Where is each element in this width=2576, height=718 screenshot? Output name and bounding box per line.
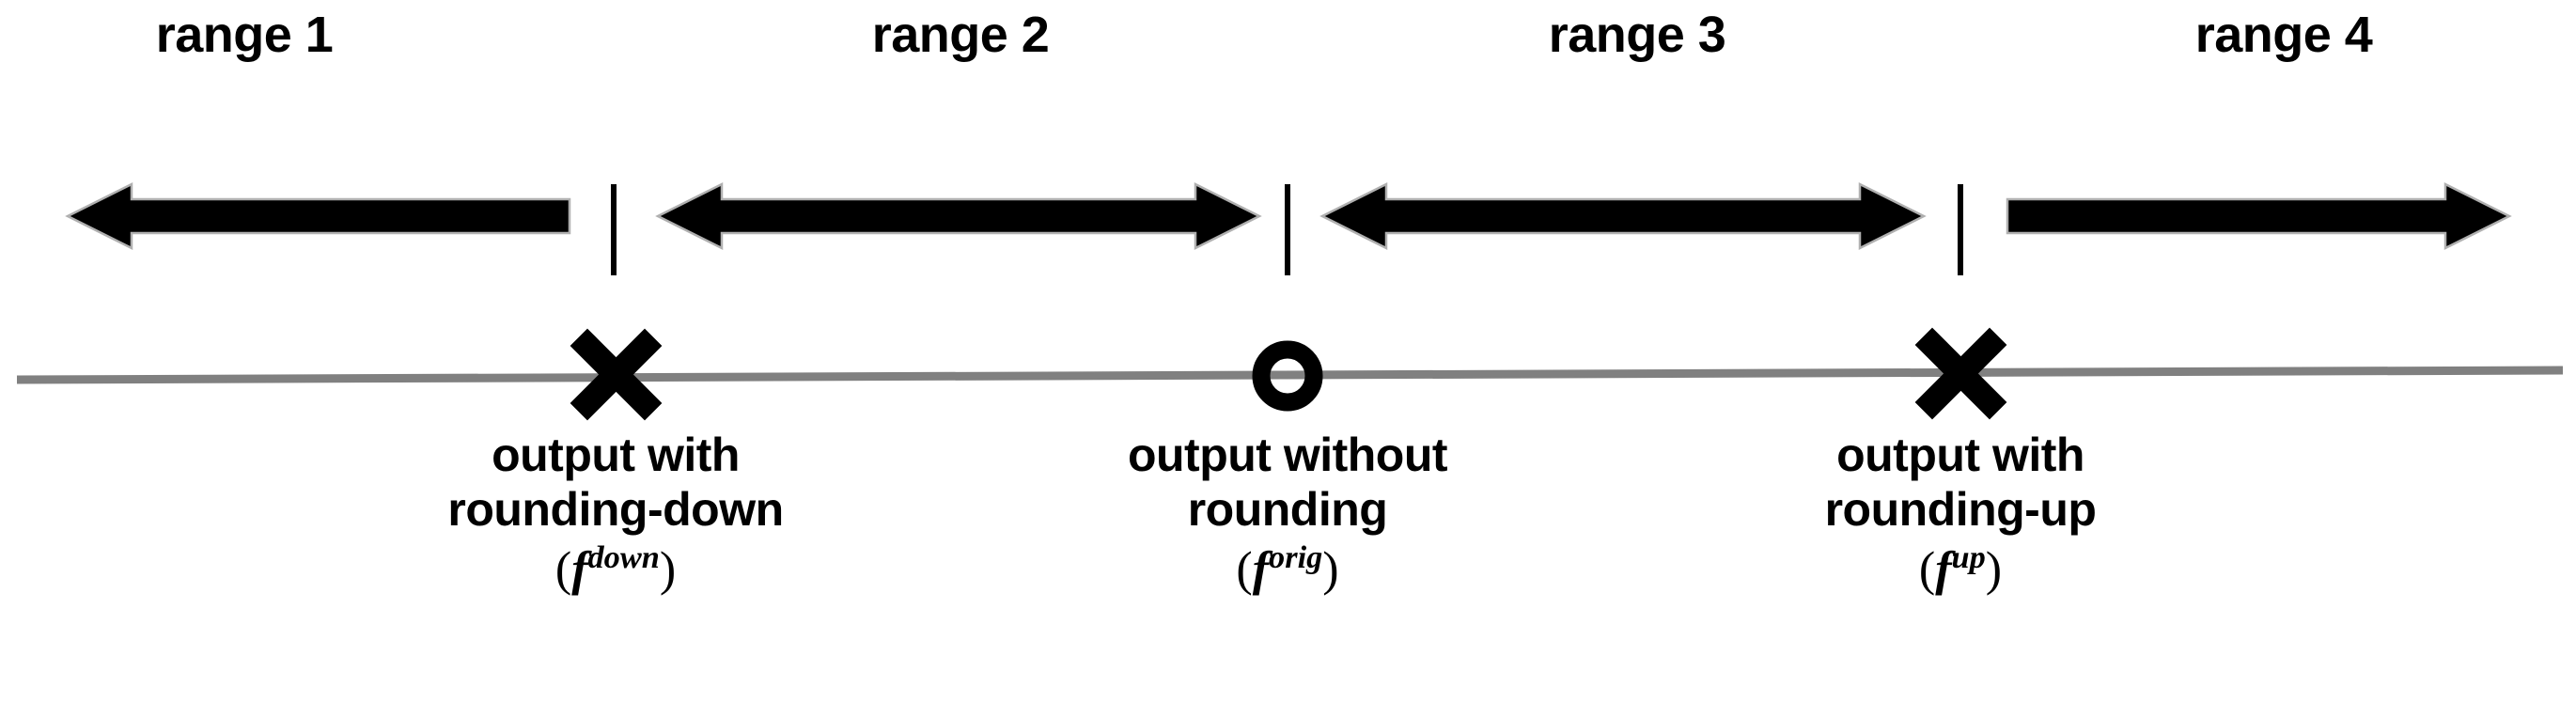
- marker-up-symbol-sup: up: [1951, 539, 1986, 575]
- marker-up-line1: output with: [1836, 429, 2084, 481]
- marker-up-paren-open: (: [1918, 542, 1936, 597]
- range-2-arrow: [655, 181, 1262, 251]
- marker-label-up: output with rounding-up (fup): [1825, 428, 2097, 601]
- range-title-2: range 2: [871, 7, 1050, 63]
- marker-label-down: output with rounding-down (fdown): [447, 428, 784, 601]
- range-4-arrow: [2006, 181, 2512, 251]
- range-3-arrow: [1319, 181, 1927, 251]
- marker-down-paren-open: (: [554, 542, 572, 597]
- x-marker-down: [570, 328, 663, 421]
- marker-down-symbol-sup: down: [587, 539, 660, 575]
- marker-label-orig: output without rounding (forig): [1127, 428, 1448, 601]
- marker-up-paren-close: ): [1985, 542, 2003, 597]
- range-title-4: range 4: [2194, 7, 2373, 63]
- marker-orig-line2: rounding: [1187, 483, 1388, 536]
- x-marker-up: [1914, 327, 2007, 420]
- marker-orig-line1: output without: [1127, 429, 1448, 481]
- marker-down-symbol-base: f: [571, 542, 588, 597]
- range-title-1: range 1: [155, 7, 334, 63]
- marker-up-line2: rounding-up: [1824, 483, 2097, 536]
- range-1-arrow: [65, 181, 571, 251]
- marker-down-line1: output with: [492, 429, 740, 481]
- circle-marker-orig: [1252, 340, 1323, 412]
- marker-up-symbol-base: f: [1935, 542, 1952, 597]
- marker-orig-paren-open: (: [1236, 542, 1253, 597]
- marker-orig-symbol-sup: orig: [1269, 539, 1323, 575]
- marker-orig-symbol-base: f: [1252, 542, 1270, 597]
- marker-down-line2: rounding-down: [447, 483, 784, 536]
- range-title-3: range 3: [1548, 7, 1726, 63]
- marker-down-symbol: (fdown): [447, 537, 783, 601]
- marker-orig-symbol: (forig): [1128, 537, 1447, 601]
- marker-down-paren-close: ): [659, 542, 677, 597]
- marker-orig-paren-close: ): [1322, 542, 1339, 597]
- marker-up-symbol: (fup): [1825, 537, 2097, 601]
- number-line: [16, 366, 2564, 384]
